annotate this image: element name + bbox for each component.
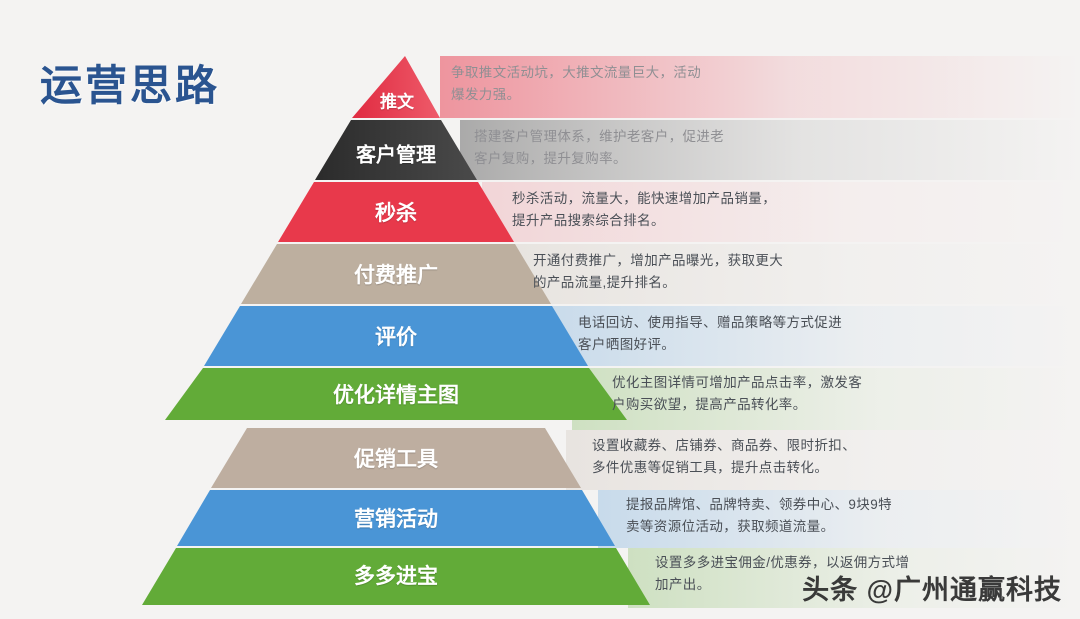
tier-description-4: 开通付费推广，增加产品曝光，获取更大 的产品流量,提升排名。 — [533, 253, 784, 291]
tier-description-9: 设置多多进宝佣金/优惠券，以返佣方式增 加产出。 — [655, 555, 910, 593]
pyramid-tier-8[interactable] — [177, 490, 615, 546]
pyramid-tier-4[interactable] — [241, 244, 551, 304]
watermark: 头条 @广州通赢科技 — [802, 575, 1062, 605]
description-bands — [440, 56, 1080, 608]
pyramid-tier-5[interactable] — [204, 306, 588, 366]
tier-description-3: 秒杀活动，流量大，能快速增加产品销量， 提升产品搜索综合排名。 — [512, 191, 777, 229]
tier-description-2: 搭建客户管理体系，维护老客户，促进老 客户复购，提升复购率。 — [474, 129, 725, 167]
tier-description-1: 争取推文活动坑，大推文流量巨大，活动 爆发力强。 — [451, 65, 702, 103]
tier-description-5: 电话回访、使用指导、赠品策略等方式促进 客户晒图好评。 — [578, 315, 843, 353]
pyramid-tier-6[interactable] — [165, 368, 627, 420]
tier-description-7: 设置收藏券、店铺券、商品券、限时折扣、 多件优惠等促销工具，提升点击转化。 — [592, 438, 857, 476]
pyramid-tier-9[interactable] — [142, 548, 650, 605]
pyramid-tier-3[interactable] — [278, 182, 514, 242]
pyramid-tier-7[interactable] — [211, 428, 581, 488]
tier-description-6: 优化主图详情可增加产品点击率，激发客 户购买欲望，提高产品转化率。 — [612, 375, 863, 413]
page-title: 运营思路 — [40, 62, 221, 109]
pyramid-tier-2[interactable] — [315, 120, 477, 180]
pyramid-tier-1[interactable] — [352, 56, 440, 118]
pyramid-upper-group — [165, 56, 627, 420]
pyramid-lower-group — [142, 428, 650, 605]
tier-description-8: 提报品牌馆、品牌特卖、领券中心、9块9特 卖等资源位活动，获取频道流量。 — [626, 497, 893, 535]
